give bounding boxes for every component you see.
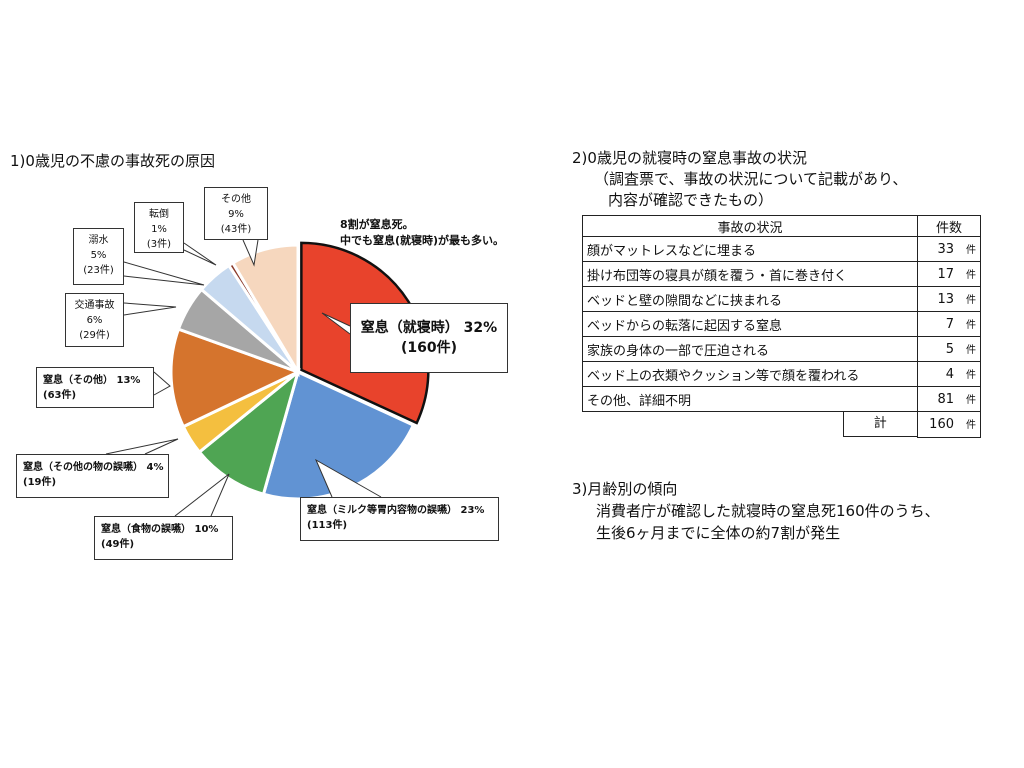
row-label: 掛け布団等の寝具が顔を覆う・首に巻き付く (582, 261, 918, 287)
pointer-suff-object (105, 438, 179, 455)
pointer-fall (183, 242, 217, 266)
label-suffocation-sleep: 窒息（就寝時） 32%(160件) (350, 303, 508, 373)
row-label: ベッド上の衣類やクッション等で顔を覆われる (582, 361, 918, 387)
chart-annotation: 8割が窒息死。 中でも窒息(就寝時)が最も多い。 (340, 218, 505, 247)
pie-chart (105, 239, 430, 517)
callout-pointers (105, 239, 382, 517)
section3: 3)月齢別の傾向 消費者庁が確認した就寝時の窒息死160件のうち、 生後6ヶ月ま… (572, 480, 940, 542)
section2-heading: 2)0歳児の就寝時の窒息事故の状況 （調査票で、事故の状況について記載があり、 … (572, 149, 908, 209)
pointer-suff-other (153, 371, 171, 396)
row-label: その他、詳細不明 (582, 386, 918, 412)
pie-slice (197, 367, 301, 497)
row-label: ベッドと壁の隙間などに挟まれる (582, 286, 918, 312)
row-label: ベッドからの転落に起因する窒息 (582, 311, 918, 337)
pointer-suff-milk (314, 458, 382, 498)
pointer-suff-food (174, 473, 230, 517)
chart-title: 1)0歳児の不慮の事故死の原因 (10, 152, 215, 170)
table-header: 事故の状況 件数 (582, 215, 981, 237)
pointer-drown (123, 261, 205, 286)
row-label: 顔がマットレスなどに埋まる (582, 236, 918, 262)
pointer-other (242, 239, 259, 267)
label-suffocation-food: 窒息（食物の誤嚥） 10%(49件) (94, 516, 233, 560)
label-suffocation-other: 窒息（その他） 13%(63件) (36, 367, 154, 408)
label-suffocation-milk: 窒息（ミルク等胃内容物の誤嚥） 23%(113件) (300, 497, 499, 541)
pointer-suff-sleep (321, 312, 351, 335)
label-suffocation-object: 窒息（その他の物の誤嚥） 4%(19件) (16, 454, 169, 498)
pie-slice (230, 243, 300, 378)
pointer-traffic (123, 302, 177, 316)
row-label: 家族の身体の一部で圧迫される (582, 336, 918, 362)
pie-slice (169, 327, 302, 429)
